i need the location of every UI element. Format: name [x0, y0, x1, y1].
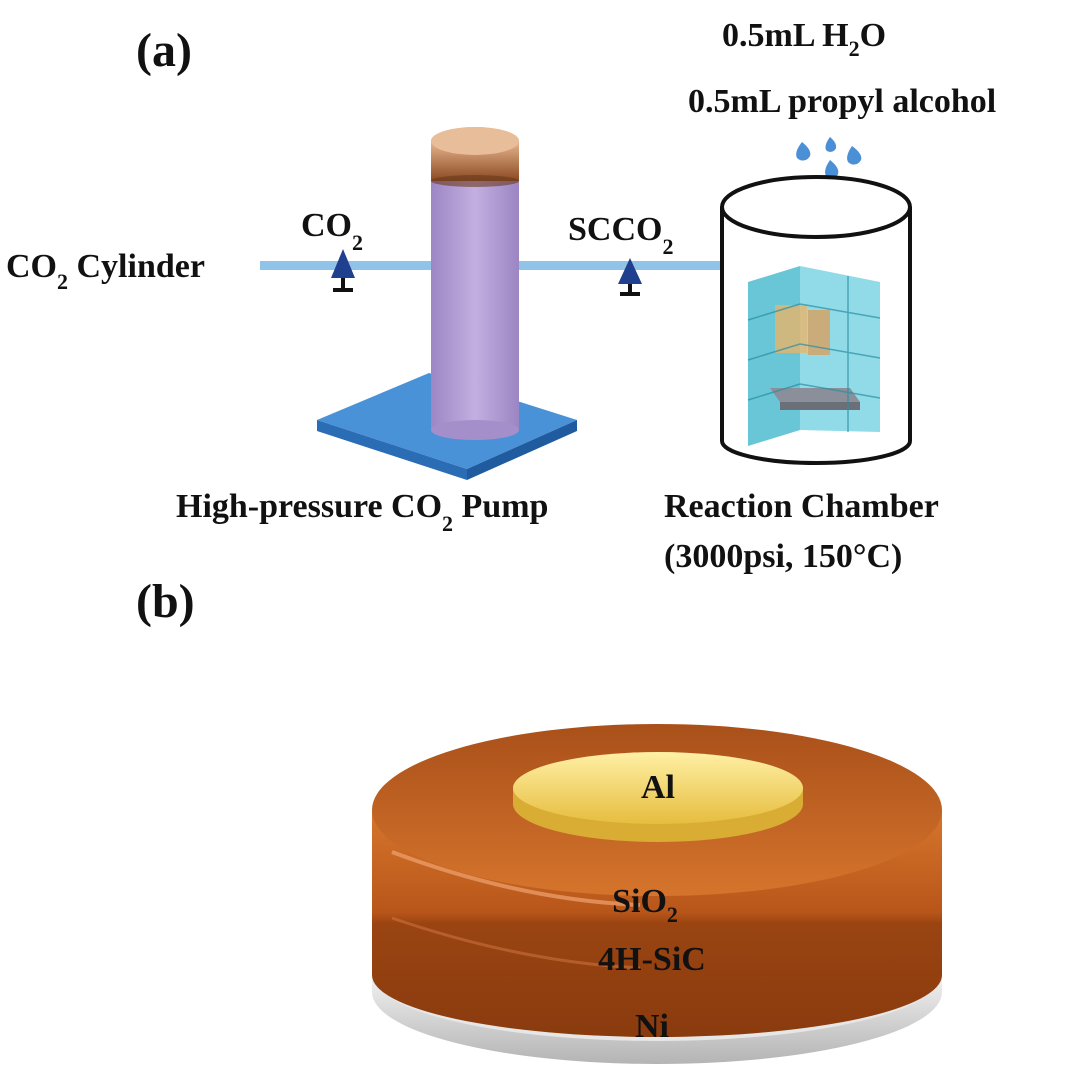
- chamber-label: Reaction Chamber: [664, 488, 939, 525]
- scco2-valve-icon: [618, 258, 642, 296]
- co2-valve-label: CO2: [301, 207, 363, 255]
- scco2-outlet-pipe: [518, 261, 730, 270]
- pump-label: High-pressure CO2 Pump: [176, 488, 548, 536]
- reaction-chamber: [720, 175, 912, 465]
- al-layer-label: Al: [641, 769, 675, 806]
- propyl-alcohol-label: 0.5mL propyl alcohol: [688, 83, 996, 120]
- co2-valve-icon: [331, 249, 355, 292]
- sic-layer-label: 4H-SiC: [598, 941, 706, 978]
- ni-layer-label: Ni: [635, 1008, 669, 1045]
- panel-b-label: (b): [136, 575, 195, 628]
- device-stack: [372, 724, 942, 1064]
- sample-holder: [747, 266, 881, 446]
- co2-cylinder-label: CO2 Cylinder: [6, 248, 205, 294]
- chamber-conditions: (3000psi, 150°C): [664, 538, 902, 575]
- water-reagent-label: 0.5mL H2O: [722, 17, 886, 61]
- co2-pump: [317, 127, 577, 480]
- scco2-valve-label: SCCO2: [568, 211, 673, 259]
- panel-a-label: (a): [136, 24, 192, 77]
- droplets-icon: [796, 137, 862, 179]
- sio2-layer-label: SiO2: [612, 883, 678, 927]
